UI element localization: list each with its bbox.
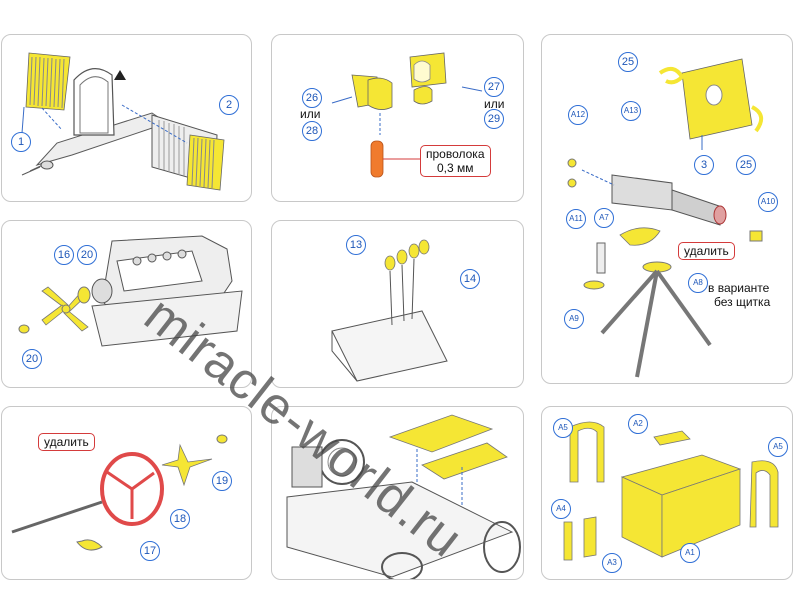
panel-machine-gun: 25 25 3 A12 A13 A11 A7 A10 A8 A9 удалить…	[541, 34, 793, 384]
callout-part-A7: A7	[594, 208, 614, 228]
or-label-b: или	[484, 97, 505, 111]
callout-part-25-right: 25	[736, 155, 756, 175]
plates-drawing	[331, 52, 483, 178]
machine-gun-drawing	[567, 58, 764, 378]
panel-pedals: 13 14	[271, 220, 524, 388]
callout-part-29: 29	[484, 109, 504, 129]
car-floor-drawing	[286, 414, 521, 579]
variant-line2: без щитка	[714, 295, 771, 309]
callout-part-27: 27	[484, 77, 504, 97]
panel-car-floor	[271, 406, 524, 580]
remove-label-gun: удалить	[678, 242, 735, 260]
callout-part-3: 3	[694, 155, 714, 175]
wire-label-line1: проволока	[426, 147, 485, 161]
pedals-drawing	[331, 239, 448, 382]
callout-part-A13: A13	[621, 101, 641, 121]
callout-part-16: 16	[54, 245, 74, 265]
wire-label-line2: 0,3 мм	[436, 161, 474, 175]
callout-part-18: 18	[170, 509, 190, 529]
callout-part-A9: A9	[564, 309, 584, 329]
radiator-drawing	[21, 52, 225, 191]
panel-radiator: 1 2	[1, 34, 252, 202]
engine-drawing	[18, 235, 243, 347]
callout-part-26: 26	[302, 88, 322, 108]
wire-label: проволока 0,3 мм	[420, 145, 491, 177]
panel-plates-wire: 26 или 28 27 или 29 проволока 0,3 мм	[271, 34, 524, 202]
callout-part-19: 19	[212, 471, 232, 491]
callout-part-28: 28	[302, 121, 322, 141]
callout-part-A5-right: A5	[768, 437, 788, 457]
callout-part-A12: A12	[568, 105, 588, 125]
panel-steering: удалить 19 18 17	[1, 406, 252, 580]
callout-part-20-bottom: 20	[22, 349, 42, 369]
callout-part-A5-left: A5	[553, 418, 573, 438]
callout-part-20-top: 20	[77, 245, 97, 265]
or-label-a: или	[300, 107, 321, 121]
callout-part-25-top: 25	[618, 52, 638, 72]
ammo-box-drawing	[563, 421, 779, 561]
panel-ammo-box: A5 A2 A5 A4 A3 A1	[541, 406, 793, 580]
variant-line1: в варианте	[708, 281, 770, 295]
callout-part-A2: A2	[628, 414, 648, 434]
callout-part-A8: A8	[688, 273, 708, 293]
callout-part-A11: A11	[566, 209, 586, 229]
callout-part-A3: A3	[602, 553, 622, 573]
callout-part-A4: A4	[551, 499, 571, 519]
callout-part-A10: A10	[758, 192, 778, 212]
callout-part-1: 1	[11, 132, 31, 152]
steering-drawing	[11, 434, 228, 551]
panel-engine-fan: 16 20 20	[1, 220, 252, 388]
callout-part-2: 2	[219, 95, 239, 115]
callout-part-14: 14	[460, 269, 480, 289]
callout-part-13: 13	[346, 235, 366, 255]
callout-part-A1: A1	[680, 543, 700, 563]
callout-part-17: 17	[140, 541, 160, 561]
remove-label-wheel: удалить	[38, 433, 95, 451]
